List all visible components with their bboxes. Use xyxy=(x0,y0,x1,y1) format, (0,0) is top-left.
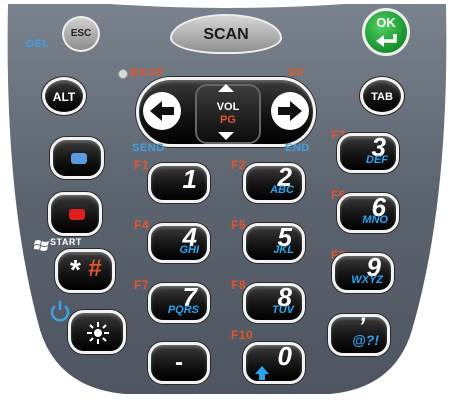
end-key[interactable] xyxy=(48,192,102,236)
key-8[interactable]: 8 TUV xyxy=(243,282,305,323)
key-1[interactable]: 1 xyxy=(148,163,210,203)
star-label: * xyxy=(70,254,81,285)
send-label: SEND xyxy=(132,142,165,154)
tab-key[interactable]: TAB xyxy=(360,77,404,115)
scan-key-label: SCAN xyxy=(203,26,249,43)
esc-key[interactable]: ESC xyxy=(62,16,100,52)
enter-icon xyxy=(376,34,397,47)
shift-up-icon xyxy=(255,366,269,380)
f2-label: F2 xyxy=(231,158,247,172)
led-indicator xyxy=(118,69,128,79)
end-label: END xyxy=(285,142,310,154)
send-key-color xyxy=(71,153,87,164)
start-label: START xyxy=(50,237,82,247)
f4-label: F4 xyxy=(134,218,150,232)
key-7[interactable]: 7 PQRS xyxy=(148,282,210,323)
del-label: DEL xyxy=(26,38,50,50)
at-key[interactable]: ’ @?! xyxy=(328,313,390,356)
key-6-num: 6 xyxy=(371,192,386,222)
key-9-num: 9 xyxy=(366,252,381,282)
key-3-num: 3 xyxy=(371,132,386,162)
arrow-right-icon xyxy=(278,101,302,121)
key-0[interactable]: 0 xyxy=(243,341,305,384)
tab-key-label: TAB xyxy=(371,91,393,103)
sp-label: SP xyxy=(288,67,305,79)
arrow-right-key[interactable] xyxy=(271,92,309,130)
alt-key[interactable]: ALT xyxy=(42,77,86,115)
scan-key[interactable]: SCAN xyxy=(170,14,282,54)
arrow-down-icon[interactable] xyxy=(218,132,234,140)
hash-label: # xyxy=(88,255,102,282)
vol-label: VOL xyxy=(216,101,240,113)
arrow-up-icon[interactable] xyxy=(218,84,234,92)
backlight-icon xyxy=(87,322,109,344)
key-4-num: 4 xyxy=(182,222,197,252)
dpad-center[interactable]: VOL PG xyxy=(195,84,261,144)
star-hash-key[interactable]: * # xyxy=(55,249,115,293)
key-7-letters: PQRS xyxy=(167,304,199,316)
f10-label: F10 xyxy=(231,328,254,342)
windows-icon xyxy=(34,240,49,251)
at-label: @?! xyxy=(352,332,379,348)
key-4-letters: GHI xyxy=(179,244,199,256)
key-9-letters: WXYZ xyxy=(351,274,383,286)
key-3[interactable]: 3 DEF xyxy=(337,132,399,173)
key-8-num: 8 xyxy=(277,282,292,312)
end-key-color xyxy=(69,209,85,220)
key-9[interactable]: 9 WXYZ xyxy=(332,252,394,293)
key-1-num: 1 xyxy=(182,164,197,194)
f7-label: F7 xyxy=(134,278,150,292)
key-8-letters: TUV xyxy=(272,304,294,316)
dpad[interactable]: VOL PG xyxy=(136,77,316,147)
key-4[interactable]: 4 GHI xyxy=(148,222,210,263)
key-5-letters: JKL xyxy=(273,244,294,256)
key-7-num: 7 xyxy=(182,282,197,312)
bksp-label: BKSP xyxy=(130,67,165,79)
key-3-letters: DEF xyxy=(366,154,388,166)
dash-label: - xyxy=(175,349,183,376)
arrow-left-key[interactable] xyxy=(143,92,181,130)
key-5-num: 5 xyxy=(277,222,292,252)
arrow-left-icon xyxy=(150,101,174,121)
key-0-num: 0 xyxy=(277,341,292,371)
key-6[interactable]: 6 MNO xyxy=(337,192,399,233)
f5-label: F5 xyxy=(231,218,247,232)
alt-key-label: ALT xyxy=(52,90,76,104)
power-icon xyxy=(50,301,70,322)
backlight-key[interactable] xyxy=(68,310,126,354)
apostrophe-label: ’ xyxy=(358,313,365,340)
dash-key[interactable]: - xyxy=(148,342,210,384)
ok-key-label: OK xyxy=(376,15,396,30)
f8-label: F8 xyxy=(231,278,247,292)
key-2-letters: ABC xyxy=(270,184,294,196)
f1-label: F1 xyxy=(134,158,150,172)
pg-label: PG xyxy=(220,114,236,126)
key-2[interactable]: 2 ABC xyxy=(243,162,305,203)
ok-key[interactable]: OK xyxy=(362,8,410,56)
key-2-num: 2 xyxy=(277,162,292,192)
key-5[interactable]: 5 JKL xyxy=(243,222,305,263)
esc-key-label: ESC xyxy=(70,28,92,39)
key-6-letters: MNO xyxy=(362,214,388,226)
send-key[interactable] xyxy=(50,137,104,179)
